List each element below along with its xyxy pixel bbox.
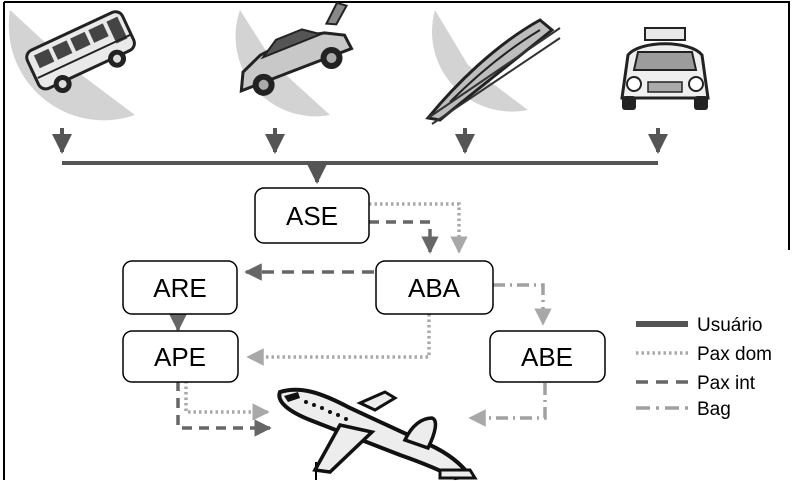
taxi-icon bbox=[622, 28, 708, 110]
node-are-label: ARE bbox=[153, 273, 206, 303]
legend-pax-int-label: Pax int bbox=[697, 373, 756, 394]
legend-bag-label: Bag bbox=[697, 399, 731, 420]
train-icon bbox=[428, 10, 560, 124]
node-are: ARE bbox=[123, 261, 237, 314]
node-ape: APE bbox=[123, 331, 238, 382]
legend-usuario-label: Usuário bbox=[697, 315, 762, 336]
node-abe-label: ABE bbox=[521, 342, 573, 372]
node-ase: ASE bbox=[255, 188, 369, 243]
node-ase-label: ASE bbox=[286, 201, 338, 231]
node-abe: ABE bbox=[490, 331, 605, 382]
car-icon bbox=[224, 0, 366, 116]
legend: Usuário Pax dom Pax int Bag bbox=[636, 315, 772, 420]
bus-icon bbox=[9, 4, 142, 121]
node-ape-label: APE bbox=[154, 342, 206, 372]
airplane-icon bbox=[279, 390, 475, 478]
node-aba: ABA bbox=[376, 261, 493, 314]
node-aba-label: ABA bbox=[408, 273, 461, 303]
usuario-flow bbox=[62, 128, 658, 182]
legend-pax-dom-label: Pax dom bbox=[697, 344, 772, 365]
